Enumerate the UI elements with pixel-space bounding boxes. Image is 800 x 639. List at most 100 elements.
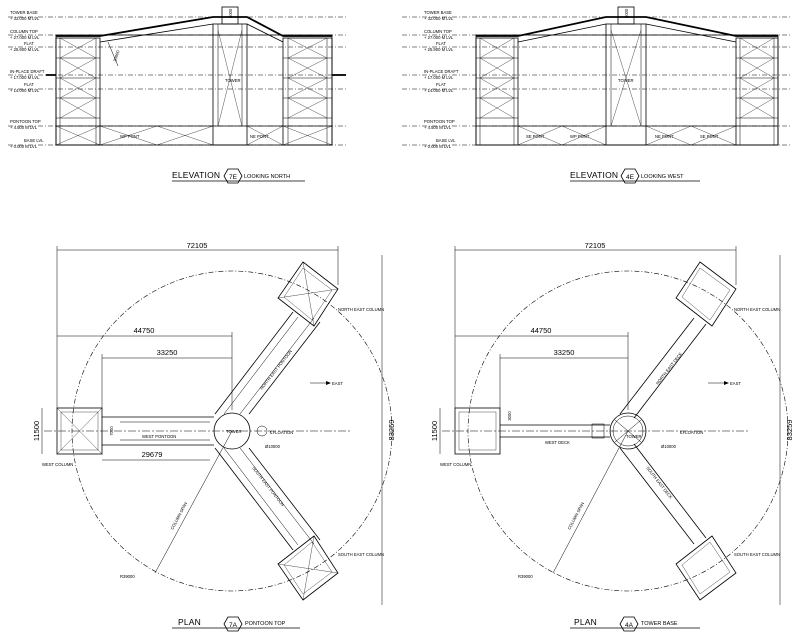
elevation-title-block: ELEVATION 4E LOOKING WEST [570, 168, 700, 184]
level-value: + 14.000 M LVL [424, 88, 454, 93]
level-name: TOWER BASE [424, 10, 452, 15]
west-column-label: WEST COLUMN [440, 462, 471, 467]
radius-line [154, 430, 233, 574]
elevation-title-block: ELEVATION 7E LOOKING NORTH [172, 168, 305, 184]
north-east-column: NORTH EAST COLUMN [277, 261, 384, 327]
floation-label: ℄FLOATION [679, 430, 703, 435]
dim-pontoon-length: 29679 [142, 450, 163, 459]
elevation-structure: 30000 5000 TOWER WP PONT NE PONT [46, 6, 346, 146]
south-east-column: SOUTH EAST COLUMN [277, 535, 384, 601]
level-name: FLAT [24, 41, 34, 46]
west-column [454, 407, 501, 455]
view-title: PLAN [178, 617, 201, 627]
west-pontoon-label: WEST PONTOON [142, 434, 176, 439]
tower-label: TOWER [626, 434, 642, 439]
elevation-structure: 5000 TOWER SE PONT WP PONT NE PONT SE PO… [475, 6, 779, 146]
top-dimension: 5000 [624, 8, 629, 18]
view-title: PLAN [574, 617, 597, 627]
tower-label: TOWER [618, 78, 634, 83]
ne-column-label: NORTH EAST COLUMN [338, 307, 384, 312]
dim-overall: 72105 [187, 241, 208, 250]
dim-pontoon-width: 7000 [109, 426, 114, 436]
level-value: + 25.900 M LVL [10, 47, 40, 52]
ne-deck-label: NORTH EAST DECK [655, 351, 683, 385]
south-east-column: SOUTH EAST COLUMN [675, 535, 780, 601]
column-span-label: COLUMN SPAN [169, 501, 188, 530]
dim-height: 83259 [387, 420, 396, 441]
view-ref-hexagon [223, 168, 243, 184]
radius-label: R39000 [518, 574, 533, 579]
view-ref-hexagon [223, 616, 243, 632]
level-name: FLAT [436, 41, 446, 46]
level-name: FLAT [24, 82, 34, 87]
level-labels: TOWER BASE + 32.000 M LVL COLUMN TOP + 2… [10, 10, 45, 149]
level-name: PONTOON TOP [10, 119, 41, 124]
ne-pontoon-label: NORTH EAST PONTOON [259, 349, 293, 391]
east-arrow: EAST [310, 381, 343, 386]
dim-west-reach: 44750 [134, 326, 155, 335]
dim-west-inner: 33250 [554, 348, 575, 357]
floation-label: ℄FLOATION [269, 430, 293, 435]
west-column [56, 407, 103, 455]
level-value: + 17.000 M LVL [424, 75, 454, 80]
level-value: + 25.900 M LVL [424, 47, 454, 52]
level-name: COLUMN TOP [10, 29, 38, 34]
se-column-label: SOUTH EAST COLUMN [338, 552, 384, 557]
se-column-label: SOUTH EAST COLUMN [734, 552, 780, 557]
tower-circle [213, 412, 251, 450]
level-value: + 32.000 M LVL [424, 16, 454, 21]
east-arrow: EAST [708, 381, 741, 386]
west-deck: WEST DECK [500, 423, 610, 445]
east-label: EAST [332, 381, 343, 386]
level-value: + 27.000 M LVL [10, 35, 40, 40]
plan-title-block: PLAN 4A TOWER BASE [570, 616, 700, 632]
ne-column-label: NORTH EAST COLUMN [734, 307, 780, 312]
elevation-looking-north: TOWER BASE + 32.000 M LVL COLUMN TOP + 2… [8, 6, 346, 184]
level-value: + 4.500 M LVL [424, 125, 452, 130]
dim-height: 83259 [785, 420, 794, 441]
level-name: BASE LVL [436, 138, 456, 143]
level-name: IN-PLACE DRAFT [424, 69, 459, 74]
plan-dimensions: 72105 44750 33250 11500 3000 83259 [430, 241, 794, 605]
level-name: BASE LVL [24, 138, 44, 143]
north-east-pontoon: NORTH EAST PONTOON [214, 311, 321, 415]
level-value: + 27.000 M LVL [424, 35, 454, 40]
tower-diameter: Ø10000 [265, 444, 281, 449]
south-east-deck: SOUTH EAST DECK [619, 443, 707, 545]
plan-pontoon-top: 72105 44750 33250 29679 11500 7000 83259 [32, 241, 396, 632]
north-east-column: NORTH EAST COLUMN [675, 261, 780, 327]
pontoon-label: WP PONT [570, 134, 590, 139]
level-value: + 0.000 M LVL [10, 144, 38, 149]
radius-label: R39000 [120, 574, 135, 579]
elevation-looking-west: TOWER BASE + 32.000 M LVL COLUMN TOP + 2… [402, 6, 790, 184]
west-column-label: WEST COLUMN [42, 462, 73, 467]
level-name: IN-PLACE DRAFT [10, 69, 45, 74]
pontoon-label: NE PONT [655, 134, 674, 139]
plan-dimensions: 72105 44750 33250 29679 11500 7000 83259 [32, 241, 396, 605]
east-label: EAST [730, 381, 741, 386]
dim-west-reach: 44750 [531, 326, 552, 335]
slope-dimension: 30000 [112, 49, 121, 62]
view-subtitle: LOOKING WEST [641, 174, 684, 180]
se-deck-label: SOUTH EAST DECK [645, 466, 673, 500]
column-span-label: COLUMN SPAN [566, 501, 585, 530]
level-value: + 14.000 M LVL [10, 88, 40, 93]
pontoon-label: NE PONT [250, 134, 269, 139]
dim-column-width: 11500 [430, 421, 439, 441]
level-name: FLAT [436, 82, 446, 87]
view-subtitle: PONTOON TOP [245, 621, 286, 627]
tower-label: TOWER [225, 78, 241, 83]
level-name: PONTOON TOP [424, 119, 455, 124]
pontoon-label: SE PONT [526, 134, 545, 139]
level-value: + 32.000 M LVL [10, 16, 40, 21]
view-ref: 4E [626, 174, 635, 181]
west-deck-label: WEST DECK [545, 440, 570, 445]
tower-circle [609, 412, 647, 450]
se-pontoon-label: SOUTH EAST PONTOON [251, 466, 285, 508]
dim-deck-width: 3000 [507, 411, 512, 421]
dim-west-inner: 33250 [157, 348, 178, 357]
view-ref-hexagon [620, 168, 640, 184]
level-value: + 0.000 M LVL [424, 144, 452, 149]
plan-title-block: PLAN 7A PONTOON TOP [172, 616, 300, 632]
